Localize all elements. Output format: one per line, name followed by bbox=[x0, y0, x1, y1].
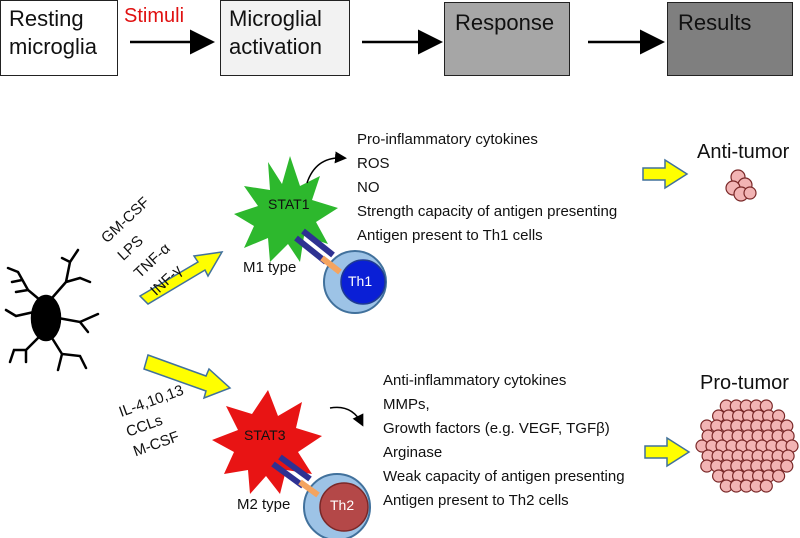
stimuli-label: Stimuli bbox=[124, 5, 185, 27]
m1-effect-item: Strength capacity of antigen presenting bbox=[357, 203, 618, 220]
m2-effect-item: Arginase bbox=[383, 444, 443, 461]
response-label: Response bbox=[455, 10, 555, 35]
m1-stimulus-arrow bbox=[138, 251, 224, 305]
m2-stimulus-arrow bbox=[143, 354, 232, 400]
m2-receptor-icon bbox=[271, 454, 320, 498]
pro-tumor-label: Pro-tumor bbox=[700, 372, 789, 394]
m1-effect-item: Antigen present to Th1 cells bbox=[357, 227, 543, 244]
m2-type-label: M2 type bbox=[237, 496, 291, 513]
results-label: Results bbox=[678, 10, 752, 35]
stat3-label: STAT3 bbox=[244, 427, 286, 443]
m2-outcome-arrow bbox=[644, 436, 691, 468]
stat1-label: STAT1 bbox=[268, 196, 310, 212]
microglial-activation-box: Microglial activation bbox=[220, 0, 350, 76]
th2-cell-icon bbox=[319, 482, 369, 532]
m2-secretion-arrow bbox=[329, 406, 364, 427]
m1-effect-item: NO bbox=[357, 179, 380, 196]
anti-tumor-label: Anti-tumor bbox=[697, 141, 790, 163]
m2-effect-item: Anti-inflammatory cytokines bbox=[383, 372, 567, 389]
response-box: Response bbox=[444, 2, 570, 76]
m1-effect-item: Pro-inflammatory cytokines bbox=[357, 131, 538, 148]
m2-effect-item: MMPs, bbox=[383, 396, 430, 413]
tumor-cell bbox=[780, 459, 794, 473]
m1-outcome-arrow bbox=[642, 158, 689, 190]
pro-tumor-cells-icon bbox=[695, 399, 799, 493]
th1-label: Th1 bbox=[348, 273, 373, 289]
m2-effect-item: Growth factors (e.g. VEGF, TGFβ) bbox=[383, 420, 610, 437]
tumor-cell bbox=[771, 469, 786, 483]
m1-secretion-arrow bbox=[306, 151, 347, 184]
microglial-activation-label: Microglial activation bbox=[229, 6, 322, 59]
th2-label: Th2 bbox=[330, 497, 355, 513]
results-box: Results bbox=[667, 2, 793, 76]
tumor-cell bbox=[759, 479, 773, 493]
m2-effects-list: Anti-inflammatory cytokines MMPs, Growth… bbox=[383, 369, 625, 513]
resting-microglia-cell-icon bbox=[4, 248, 100, 372]
anti-tumor-cells-icon bbox=[725, 169, 757, 202]
m1-receptor-icon bbox=[294, 228, 342, 275]
resting-microglia-label: Resting microglia bbox=[9, 6, 98, 59]
th1-cell-icon bbox=[340, 259, 386, 305]
m2-effect-item: Weak capacity of antigen presenting bbox=[383, 468, 625, 485]
m1-type-label: M1 type bbox=[243, 259, 297, 276]
m1-effects-list: Pro-inflammatory cytokines ROS NO Streng… bbox=[357, 128, 617, 248]
resting-microglia-box: Resting microglia bbox=[0, 0, 118, 76]
m2-effect-item: Antigen present to Th2 cells bbox=[383, 492, 569, 509]
m1-effect-item: ROS bbox=[357, 155, 390, 172]
